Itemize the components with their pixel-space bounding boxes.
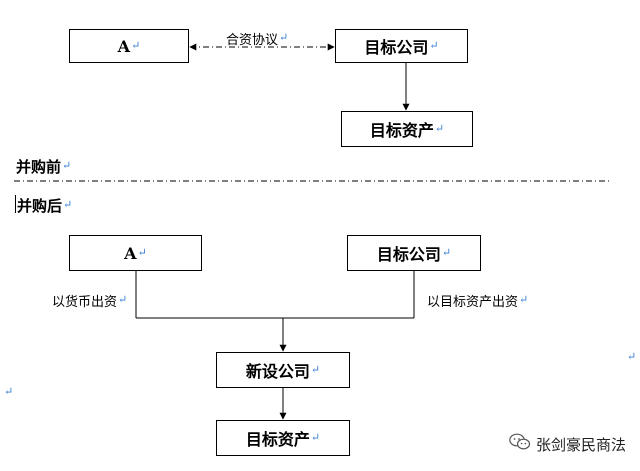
new-company-box: 新设公司↵ — [216, 352, 350, 388]
paragraph-mark: ↵ — [429, 38, 439, 52]
before-target-company-label: 目标公司 — [364, 38, 429, 57]
agreement-label-wrap: 合资协议↵ — [226, 29, 288, 48]
section-label-before-text: 并购前 — [16, 158, 62, 176]
after-company-a-label: A — [124, 243, 137, 263]
cash-contribution-label: 以货币出资 — [52, 295, 118, 310]
text-cursor — [15, 195, 16, 213]
paragraph-mark-stray-right: ↵ — [627, 350, 637, 363]
before-target-company-box: 目标公司↵ — [335, 29, 468, 63]
paragraph-mark-stray-left: ↵ — [4, 385, 14, 398]
agreement-label: 合资协议 — [226, 33, 279, 48]
after-target-asset-label: 目标资产 — [245, 430, 310, 449]
section-label-before: 并购前↵ — [16, 156, 71, 177]
paragraph-mark: ↵ — [62, 159, 72, 172]
before-target-asset-label: 目标资产 — [369, 121, 434, 140]
section-label-after-text: 并购后 — [17, 197, 63, 215]
paragraph-mark: ↵ — [137, 245, 147, 259]
before-company-a-box: A↵ — [69, 29, 189, 63]
paragraph-mark: ↵ — [519, 293, 529, 306]
cash-contribution-label-wrap: 以货币出资↵ — [52, 291, 127, 310]
watermark: 张剑豪民商法 — [509, 433, 626, 455]
before-target-asset-box: 目标资产↵ — [341, 111, 473, 147]
new-company-label: 新设公司 — [245, 362, 310, 381]
paragraph-mark: ↵ — [131, 38, 141, 52]
asset-contribution-label-wrap: 以目标资产出资↵ — [427, 291, 528, 310]
paragraph-mark: ↵ — [310, 362, 321, 376]
after-target-company-box: 目标公司↵ — [347, 235, 481, 271]
before-company-a-label: A — [117, 36, 131, 56]
after-target-asset-box: 目标资产↵ — [216, 420, 350, 456]
asset-contribution-label: 以目标资产出资 — [427, 295, 519, 310]
after-company-a-box: A↵ — [69, 235, 202, 271]
paragraph-mark: ↵ — [434, 121, 445, 135]
wechat-bubble-icon — [509, 433, 531, 455]
paragraph-mark: ↵ — [310, 430, 321, 444]
paragraph-mark: ↵ — [441, 245, 452, 259]
section-label-after: 并购后↵ — [17, 195, 72, 216]
watermark-text: 张剑豪民商法 — [535, 435, 626, 454]
paragraph-mark: ↵ — [118, 293, 128, 306]
paragraph-mark: ↵ — [279, 31, 289, 44]
after-target-company-label: 目标公司 — [376, 245, 441, 264]
paragraph-mark: ↵ — [63, 198, 73, 211]
